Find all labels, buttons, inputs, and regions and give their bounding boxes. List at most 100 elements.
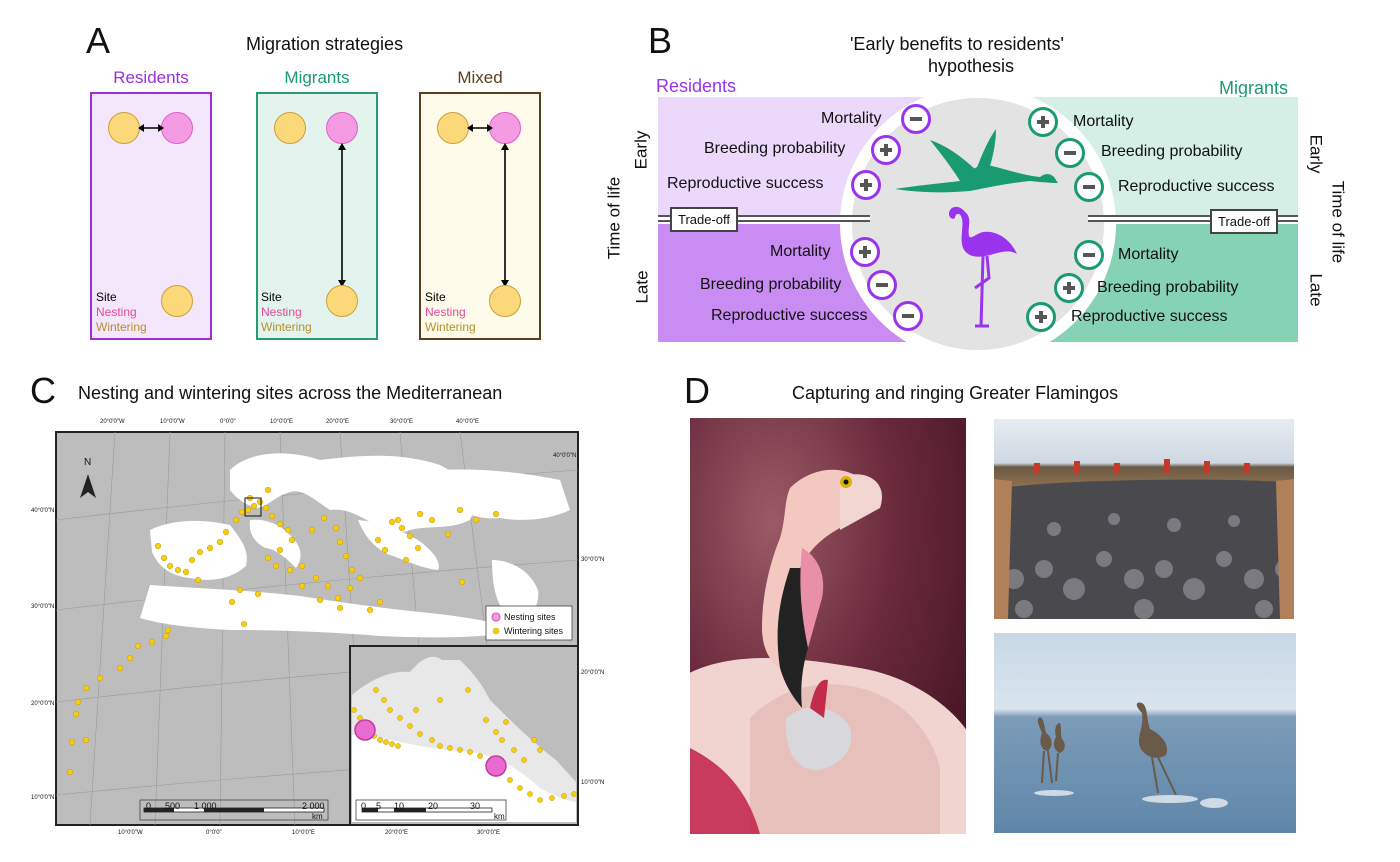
lat-label-left: 20°0'0"N bbox=[31, 701, 55, 707]
panel-c-title: Nesting and wintering sites across the M… bbox=[78, 383, 503, 403]
north-label: N bbox=[84, 457, 92, 468]
lon-label-top: 20°0'0"W bbox=[100, 419, 125, 425]
late-left: Late bbox=[632, 270, 652, 304]
lon-label-top: 40°0'0"E bbox=[456, 419, 480, 425]
wintering-site-circle bbox=[326, 285, 358, 317]
inset-scale-label: 5 bbox=[376, 801, 382, 811]
scale-label: 0 bbox=[146, 801, 152, 811]
tradeoff-right: Trade-off bbox=[1210, 209, 1279, 234]
standing-flamingo-icon bbox=[949, 206, 1017, 328]
res-early-mortality-label: Mortality bbox=[821, 110, 882, 127]
minus-sign-icon bbox=[893, 301, 923, 331]
wintering-site-circle bbox=[437, 112, 469, 144]
inset-lon-label: 20°0'0"E bbox=[385, 830, 409, 836]
legend-nesting-label: Nesting sites bbox=[504, 612, 556, 622]
legend-wintering-label: Wintering sites bbox=[504, 626, 564, 636]
lat-label-right: 30°0'0"N bbox=[581, 557, 605, 563]
nesting-site-circle bbox=[326, 112, 358, 144]
mediterranean-map bbox=[55, 431, 579, 826]
mig-late-breeding-label: Breeding probability bbox=[1097, 279, 1239, 296]
plus-sign-icon bbox=[851, 170, 881, 200]
res-early-breeding-label: Breeding probability bbox=[704, 140, 846, 157]
panel-d-letter: D bbox=[684, 370, 710, 411]
legend-a-mixed: Site Nesting Wintering bbox=[425, 290, 476, 334]
legend-a-residents: Site Nesting Wintering bbox=[96, 290, 147, 334]
nesting-site-circle bbox=[489, 112, 521, 144]
plus-sign-icon bbox=[1054, 273, 1084, 303]
tradeoff-line-right bbox=[1088, 215, 1298, 222]
lon-label-top: 10°0'0"W bbox=[160, 419, 185, 425]
minus-sign-icon bbox=[867, 270, 897, 300]
minus-sign-icon bbox=[901, 104, 931, 134]
lon-label-top: 20°0'0"E bbox=[326, 419, 350, 425]
plus-sign-icon bbox=[871, 135, 901, 165]
mig-early-breeding-label: Breeding probability bbox=[1101, 143, 1243, 160]
panel-c-letter: C bbox=[30, 370, 56, 411]
panel-a-letter: A bbox=[86, 20, 111, 61]
scale-label: 500 bbox=[165, 801, 181, 811]
residents-arrow bbox=[138, 124, 164, 132]
time-of-life-left: Time of life bbox=[604, 176, 624, 260]
inset-scale-label: 10 bbox=[394, 801, 405, 811]
res-late-reproductive-label: Reproductive success bbox=[711, 307, 868, 324]
minus-sign-icon bbox=[1074, 240, 1104, 270]
migrants-label: Migrants bbox=[1219, 78, 1289, 98]
nesting-site-circle bbox=[161, 112, 193, 144]
inset-scale-label: 0 bbox=[361, 801, 367, 811]
migrants-heading: Migrants bbox=[284, 68, 350, 87]
lat-label-left: 40°0'0"N bbox=[31, 508, 55, 514]
lon-label-top: 0°0'0" bbox=[220, 419, 236, 425]
flying-flamingo-icon bbox=[895, 129, 1058, 193]
early-left: Early bbox=[631, 130, 651, 170]
residents-heading: Residents bbox=[113, 68, 189, 87]
res-late-breeding-label: Breeding probability bbox=[700, 276, 842, 293]
wintering-site-circle bbox=[274, 112, 306, 144]
wintering-site-circle bbox=[489, 285, 521, 317]
legend-a-migrants: Site Nesting Wintering bbox=[261, 290, 312, 334]
lat-label-right: 20°0'0"N bbox=[581, 670, 605, 676]
plus-sign-icon bbox=[1026, 302, 1056, 332]
lat-label-left: 30°0'0"N bbox=[31, 604, 55, 610]
lon-label-bottom: 10°0'0"W bbox=[118, 830, 143, 836]
res-late-mortality-label: Mortality bbox=[770, 243, 831, 260]
inset-scale-unit: km bbox=[494, 812, 505, 821]
panel-b-title-line2: hypothesis bbox=[928, 56, 1015, 76]
res-early-reproductive-label: Reproductive success bbox=[667, 175, 824, 192]
scale-label: 2 000 bbox=[302, 801, 325, 811]
panel-b-letter: B bbox=[648, 20, 673, 61]
scale-label: 1 000 bbox=[194, 801, 217, 811]
mig-late-reproductive-label: Reproductive success bbox=[1071, 308, 1228, 325]
mig-late-mortality-label: Mortality bbox=[1118, 246, 1179, 263]
north-arrow-icon bbox=[80, 474, 96, 498]
plus-sign-icon bbox=[850, 237, 880, 267]
minus-sign-icon bbox=[1074, 172, 1104, 202]
flamingo-feeding-chick-photo bbox=[690, 418, 966, 834]
lat-label-right: 40°0'0"N bbox=[553, 453, 577, 459]
panel-a-title: Migration strategies bbox=[246, 34, 404, 54]
lon-label-bottom: 0°0'0" bbox=[206, 830, 222, 836]
flamingo-chicks-water-photo bbox=[994, 633, 1296, 833]
tradeoff-left: Trade-off bbox=[670, 207, 739, 232]
mixed-arrow-horizontal bbox=[467, 124, 493, 132]
early-right: Early bbox=[1306, 134, 1326, 174]
migrants-arrow bbox=[338, 143, 346, 287]
lon-label-top: 10°0'0"E bbox=[270, 419, 294, 425]
residents-label: Residents bbox=[656, 76, 737, 96]
time-of-life-right: Time of life bbox=[1328, 180, 1348, 264]
wintering-site-circle bbox=[108, 112, 140, 144]
lon-label-bottom: 10°0'0"E bbox=[292, 830, 316, 836]
wintering-site-circle bbox=[161, 285, 193, 317]
lon-label-top: 30°0'0"E bbox=[390, 419, 414, 425]
mixed-arrow-vertical bbox=[501, 143, 509, 287]
tradeoff-line-left bbox=[658, 215, 870, 222]
lat-label-right: 10°0'0"N bbox=[581, 780, 605, 786]
lat-label-left: 10°0'0"N bbox=[31, 795, 55, 801]
inset-scale-label: 20 bbox=[428, 801, 439, 811]
plus-sign-icon bbox=[1028, 107, 1058, 137]
mig-early-reproductive-label: Reproductive success bbox=[1118, 178, 1275, 195]
inset-lon-label: 30°0'0"E bbox=[477, 830, 501, 836]
inset-scale-label: 30 bbox=[470, 801, 481, 811]
late-right: Late bbox=[1306, 273, 1326, 307]
panel-b-title-line1: 'Early benefits to residents' bbox=[850, 34, 1064, 54]
flamingo-chicks-pen-photo bbox=[994, 419, 1294, 619]
